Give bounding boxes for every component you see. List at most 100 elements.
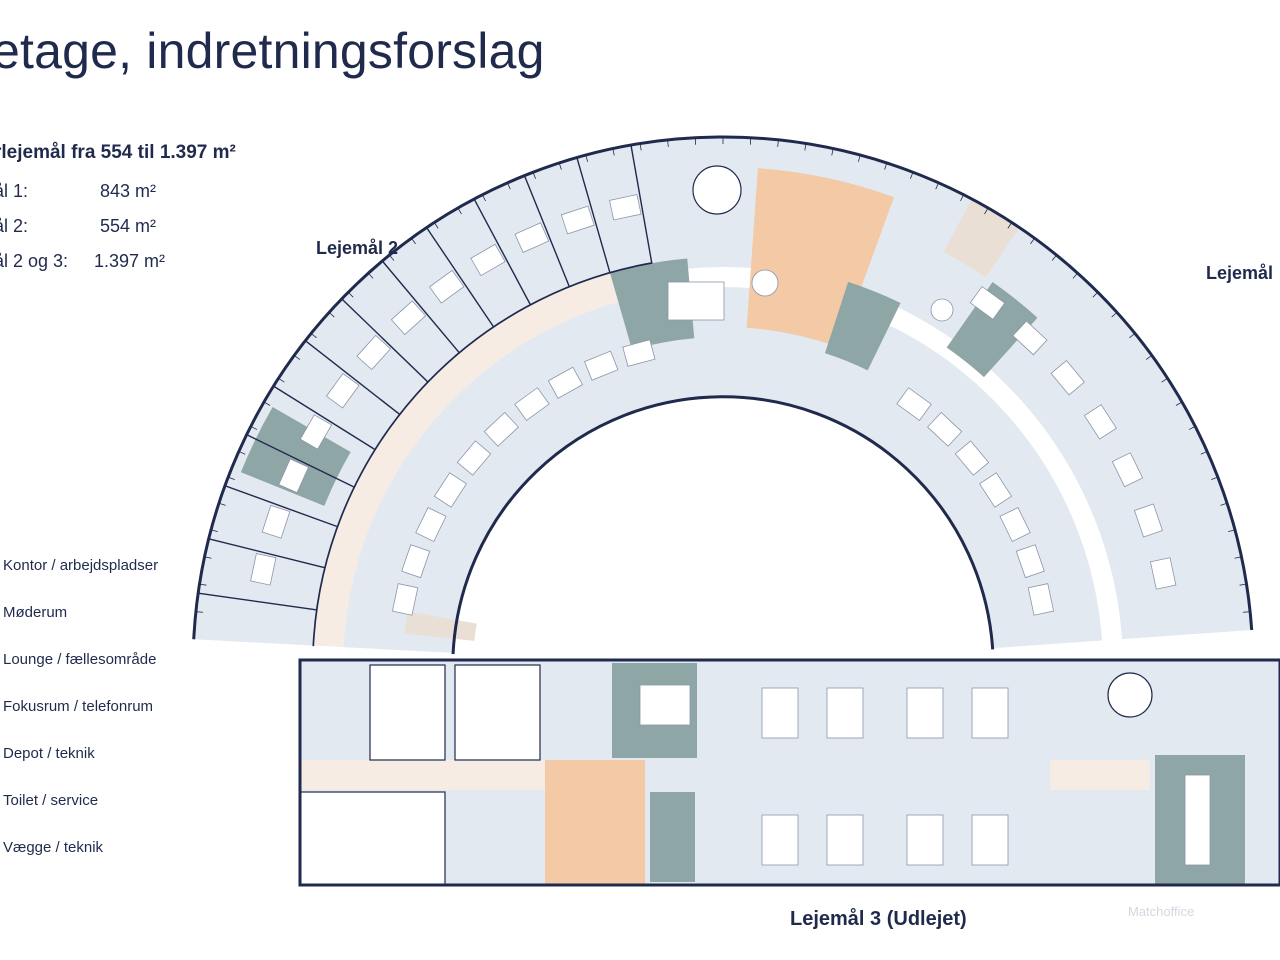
desk-cluster [514,387,550,421]
desk-cluster [896,387,932,421]
window-mullion [293,355,301,360]
bottom-corridor [300,760,545,790]
legend-fokusrum: Fokusrum / telefonrum [3,698,154,715]
window-mullion [328,312,335,318]
desk-cluster [999,507,1031,543]
office-partition [426,227,495,328]
inner-wall [451,395,995,655]
desk-cluster [356,334,392,371]
window-mullion [1228,529,1236,533]
desk-cluster [1012,320,1048,356]
desk-cluster [278,458,309,494]
window-mullion [884,162,888,170]
window-mullion [204,556,212,559]
depot-room [943,199,1020,278]
watermark: Matchoffice [1128,904,1195,919]
desk-cluster [325,372,360,409]
desk-cluster [514,222,550,253]
bottom-corridor-right [1050,760,1150,790]
window-mullion [667,139,669,147]
window-mullion [585,154,589,162]
desk-cluster [1133,503,1164,538]
window-mullion [347,291,354,298]
window-mullion [434,222,439,229]
office-partition [473,198,532,306]
area-row-lejemaal-1: ål 1: 843 m² [0,181,156,202]
window-mullion [1211,476,1218,480]
desk-cluster [547,366,584,399]
window-mullion [1161,378,1168,383]
office-partition [198,592,318,611]
window-mullion [1188,426,1196,430]
window-mullion [1200,451,1208,455]
depot-room [404,611,477,641]
arc-wing [192,135,1254,655]
round-table [751,269,779,297]
legend-kontor: Kontor / arbejdspladser [3,557,159,574]
window-mullion [218,502,226,506]
window-mullion [558,162,562,170]
window-mullion [310,333,317,339]
meeting-table [667,281,725,321]
office-partition [630,144,653,264]
desk-cluster [906,687,944,739]
desk-cluster [299,414,333,450]
window-mullion [777,139,779,147]
window-mullion [1145,355,1153,360]
outer-wall [192,135,1254,640]
window-mullion [1220,502,1228,506]
legend-moederum: Møderum [3,604,68,621]
label-lejemaal-3: Lejemål 3 (Udlejet) [790,907,967,930]
area-row-label: ål 2 og 3: [0,251,69,271]
window-mullion [1007,222,1012,229]
office-partition [523,175,571,288]
window-mullion [857,154,861,162]
meeting-table [1184,774,1211,866]
office-partition [246,434,355,488]
desk-cluster [969,286,1006,320]
desk-cluster [560,205,595,235]
window-mullion [1051,254,1057,261]
legend-vaegge: Vægge / teknik [3,839,104,856]
office-partition [304,340,401,416]
office-partition [381,260,460,354]
area-row-value: 554 m² [100,216,157,236]
window-mullion [1072,272,1078,279]
desk-cluster [428,269,465,304]
elevator-shaft [454,664,541,761]
desk-cluster [1083,404,1117,440]
window-mullion [507,182,511,190]
window-mullion [612,148,615,156]
desk-cluster [250,553,277,586]
inner-office-ring [343,286,1103,653]
window-mullion [278,378,285,383]
desk-cluster [401,544,431,579]
meeting-table [639,684,691,726]
window-mullion [1129,333,1136,339]
label-lejemaal-1: Lejemål [1206,263,1273,283]
window-mullion [482,194,486,202]
desk-cluster [1149,557,1177,590]
meeting-room [240,407,351,506]
page-title: etage, indretningsforslag [0,23,545,79]
window-mullion [457,207,462,215]
window-mullion [389,254,395,261]
spiral-stair [1107,672,1153,718]
window-mullion [1030,237,1035,245]
desk-cluster [826,814,864,866]
window-mullion [263,401,271,406]
bottom-lounge [545,760,645,885]
office-partition [224,485,338,528]
desk-cluster [584,350,619,381]
window-mullion [910,172,914,179]
desk-cluster [1015,544,1045,579]
desk-cluster [1027,583,1055,616]
office-partition [273,385,376,451]
corridor-wall [312,262,653,647]
desk-cluster [609,194,642,221]
window-mullion [238,451,246,455]
window-mullion [1175,401,1183,406]
window-mullion [1239,583,1247,586]
office-partition [208,538,326,569]
desk-cluster [415,507,447,543]
